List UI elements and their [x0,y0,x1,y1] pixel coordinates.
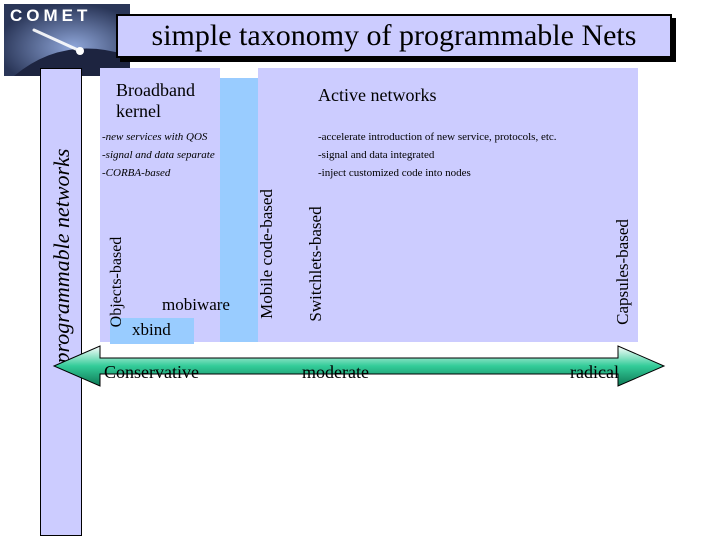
arrow-shape [52,345,666,387]
active-bullets: -accelerate introduction of new service,… [318,128,557,182]
active-bullet: -inject customized code into nodes [318,167,471,179]
scale-conservative: Conservative [104,362,199,382]
xbind-label: xbind [132,320,171,339]
switchlets-based-label: Switchlets-based [306,206,325,322]
spectrum-arrow [52,345,666,387]
page-title: simple taxonomy of programmable Nets [116,14,672,58]
side-band [40,68,82,536]
broadband-bullets: -new services with QOS -signal and data … [102,128,215,182]
broadband-bullet: -signal and data separate [102,149,215,161]
active-networks-title: Active networks [318,85,437,105]
active-bullet: -accelerate introduction of new service,… [318,131,557,143]
capsules-based-label: Capsules-based [613,219,632,325]
mobile-code-based-label: Mobile code-based [257,189,276,319]
xbind-box [110,318,194,344]
side-label: programmable networks [49,148,74,364]
objects-based-label: Objects-based [108,236,125,328]
broadband-panel [100,68,220,342]
broadband-title: Broadband kernel [116,80,195,121]
active-bullet: -signal and data integrated [318,149,435,161]
mobile-code-panel [220,78,258,342]
logo-word: COMET [10,6,92,25]
scale-radical: radical [570,362,619,382]
broadband-bullet: -CORBA-based [102,167,171,179]
active-networks-panel [258,68,638,342]
comet-logo: COMET [4,4,130,76]
broadband-bullet: -new services with QOS [102,131,208,143]
mobiware-label: mobiware [162,295,230,314]
scale-moderate: moderate [302,362,369,382]
